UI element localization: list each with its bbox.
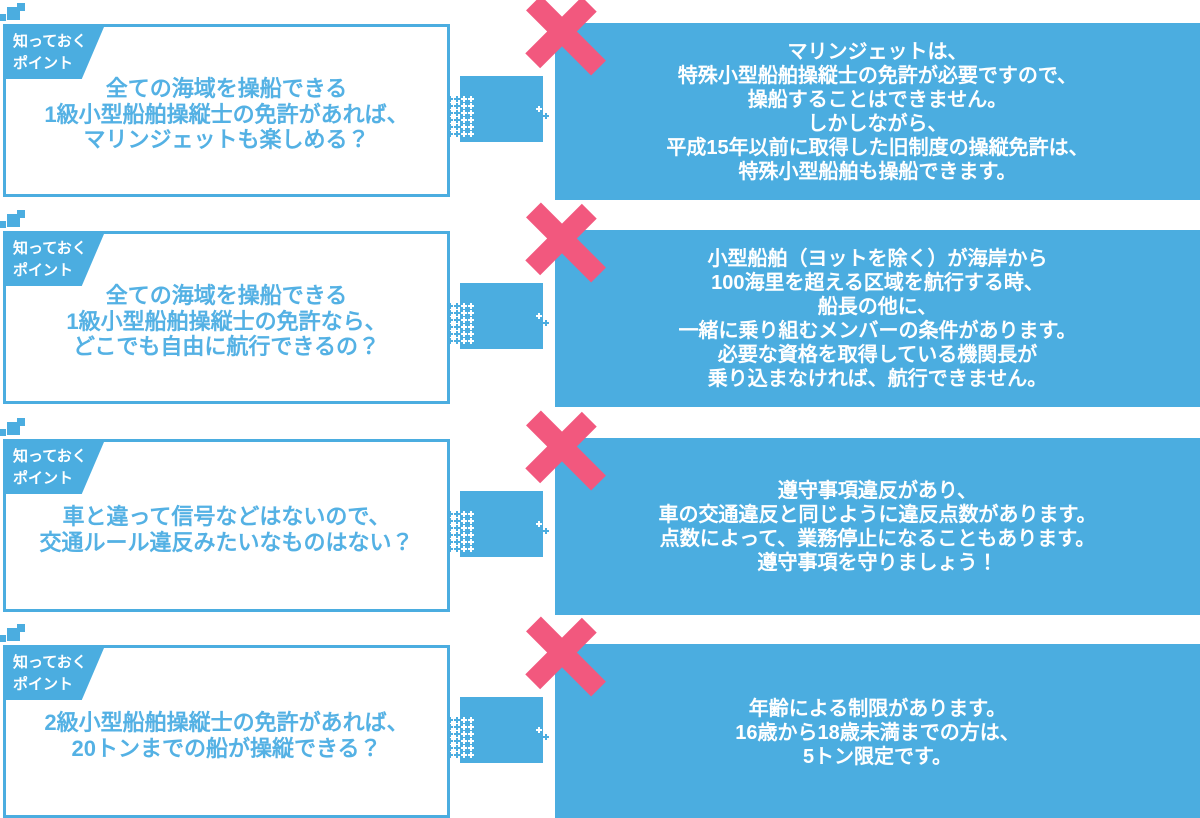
answer-text: マリンジェットは、 特殊小型船舶操縦士の免許が必要ですので、 操船することはでき…: [666, 40, 1089, 183]
arrow-connector: [447, 491, 549, 557]
halftone-plus-pattern-icon: [447, 511, 474, 552]
answer-box: 小型船舶（ヨットを除く）が海岸から 100海里を超える区域を航行する時、 船長の…: [525, 202, 1200, 407]
halftone-plus-pattern-icon: [536, 727, 549, 740]
halftone-plus-pattern-icon: [447, 303, 474, 344]
arrow-connector: [447, 697, 549, 763]
qa-row: 知っておく ポイント 車と違って信号などはないので、 交通ルール違反みたいなもの…: [0, 410, 1200, 622]
answer-text: 遵守事項違反があり、 車の交通違反と同じように違反点数があります。 点数によって…: [658, 479, 1097, 574]
qa-row: 知っておく ポイント 全ての海域を操船できる 1級小型船舶操縦士の免許なら、 ど…: [0, 202, 1200, 414]
question-box: 知っておく ポイント 2級小型船舶操縦士の免許があれば、 20トンまでの船が操縦…: [3, 645, 450, 818]
answer-text: 小型船舶（ヨットを除く）が海岸から 100海里を超える区域を航行する時、 船長の…: [678, 247, 1077, 390]
answer-text: 年齢による制限があります。 16歳から18歳未満までの方は、 5トン限定です。: [735, 697, 1020, 768]
qa-row: 知っておく ポイント 2級小型船舶操縦士の免許があれば、 20トンまでの船が操縦…: [0, 616, 1200, 818]
question-text: 全ての海域を操船できる 1級小型船舶操縦士の免許なら、 どこでも自由に航行できる…: [66, 282, 387, 360]
arrow-connector: [447, 283, 549, 349]
answer-box: 年齢による制限があります。 16歳から18歳未満までの方は、 5トン限定です。: [525, 616, 1200, 818]
cross-mark-icon: [525, 616, 608, 699]
point-badge: 知っておく ポイント: [3, 27, 104, 79]
question-box: 知っておく ポイント 車と違って信号などはないので、 交通ルール違反みたいなもの…: [3, 439, 450, 612]
halftone-plus-pattern-icon: [447, 717, 474, 758]
pixel-steps-decoration: [0, 0, 30, 24]
question-box: 知っておく ポイント 全ての海域を操船できる 1級小型船舶操縦士の免許なら、 ど…: [3, 231, 450, 404]
question-text: 車と違って信号などはないので、 交通ルール違反みたいなものはない？: [39, 503, 414, 555]
answer-box: マリンジェットは、 特殊小型船舶操縦士の免許が必要ですので、 操船することはでき…: [525, 0, 1200, 200]
halftone-plus-pattern-icon: [536, 106, 549, 119]
pixel-steps-decoration: [0, 621, 30, 645]
halftone-plus-pattern-icon: [536, 521, 549, 534]
halftone-plus-pattern-icon: [536, 313, 549, 326]
qa-row: 知っておく ポイント 全ての海域を操船できる 1級小型船舶操縦士の免許があれば、…: [0, 0, 1200, 207]
point-badge: 知っておく ポイント: [3, 442, 104, 494]
pixel-steps-decoration: [0, 207, 30, 231]
question-box: 知っておく ポイント 全ての海域を操船できる 1級小型船舶操縦士の免許があれば、…: [3, 24, 450, 197]
halftone-plus-pattern-icon: [447, 96, 474, 137]
question-text: 全ての海域を操船できる 1級小型船舶操縦士の免許があれば、 マリンジェットも楽し…: [44, 75, 409, 153]
pixel-steps-decoration: [0, 415, 30, 439]
point-badge: 知っておく ポイント: [3, 648, 104, 700]
answer-box: 遵守事項違反があり、 車の交通違反と同じように違反点数があります。 点数によって…: [525, 410, 1200, 615]
question-text: 2級小型船舶操縦士の免許があれば、 20トンまでの船が操縦できる？: [44, 709, 409, 761]
arrow-connector: [447, 76, 549, 142]
